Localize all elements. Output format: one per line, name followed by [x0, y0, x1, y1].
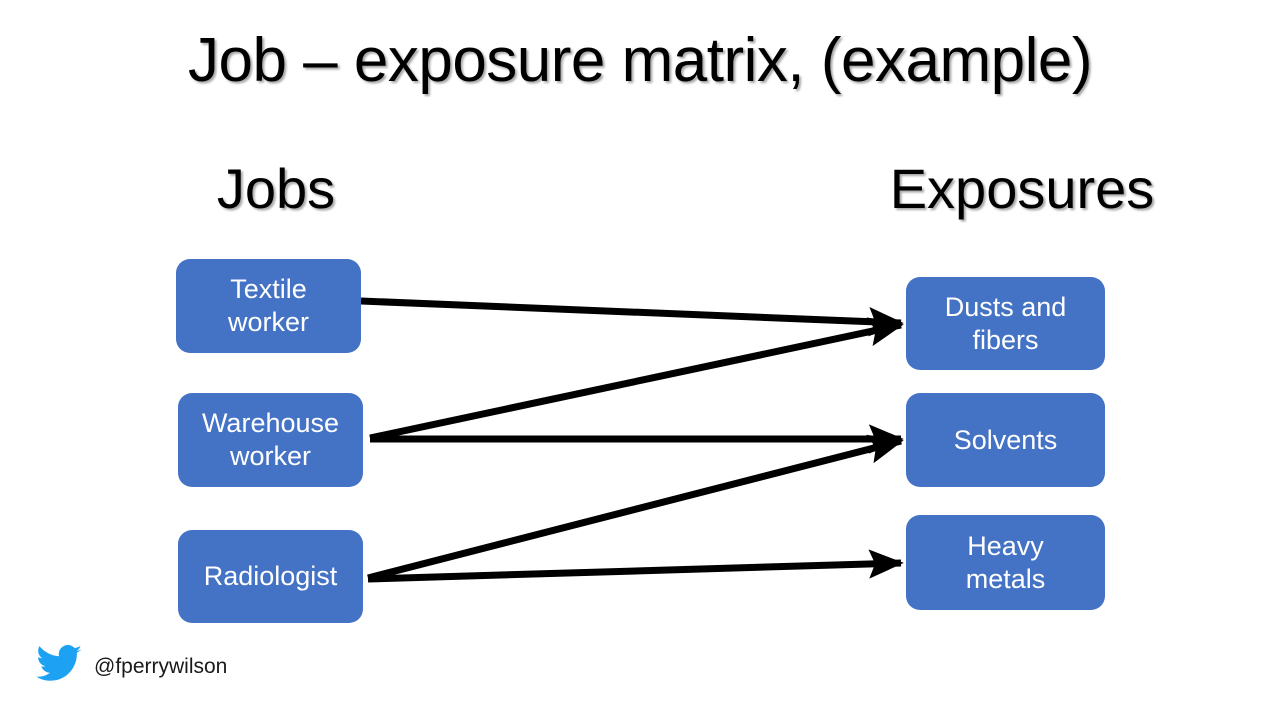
arrow-warehouse-worker-to-dusts-and-fibers	[369, 317, 904, 442]
arrow-radiologist-to-solvents	[367, 434, 904, 582]
exposure-box-dusts-and-fibers[interactable]: Dusts and fibers	[906, 277, 1105, 370]
exposure-label-dusts-and-fibers: Dusts and fibers	[944, 291, 1067, 355]
job-label-radiologist: Radiologist	[203, 561, 338, 592]
exposure-label-heavy-metals: Heavy metals	[965, 530, 1046, 594]
twitter-handle: @fperrywilson	[94, 654, 228, 678]
twitter-bird-icon	[36, 645, 82, 688]
column-heading-jobs: Jobs	[216, 157, 336, 220]
exposure-box-solvents[interactable]: Solvents	[906, 393, 1105, 487]
page-title: Job – exposure matrix, (example)	[187, 26, 1093, 95]
job-label-warehouse-worker: Warehouse worker	[201, 408, 340, 471]
column-heading-exposures: Exposures	[889, 157, 1155, 220]
job-label-textile-worker: Textile worker	[227, 274, 309, 337]
arrow-textile-worker-to-dusts-and-fibers	[360, 297, 904, 337]
job-box-warehouse-worker[interactable]: Warehouse worker	[178, 393, 363, 487]
exposure-box-heavy-metals[interactable]: Heavy metals	[906, 515, 1105, 610]
job-box-textile-worker[interactable]: Textile worker	[176, 259, 361, 353]
exposure-label-solvents: Solvents	[953, 424, 1058, 455]
arrow-radiologist-to-heavy-metals	[367, 549, 904, 583]
twitter-credit: @fperrywilson	[36, 645, 227, 688]
job-box-radiologist[interactable]: Radiologist	[178, 530, 363, 623]
